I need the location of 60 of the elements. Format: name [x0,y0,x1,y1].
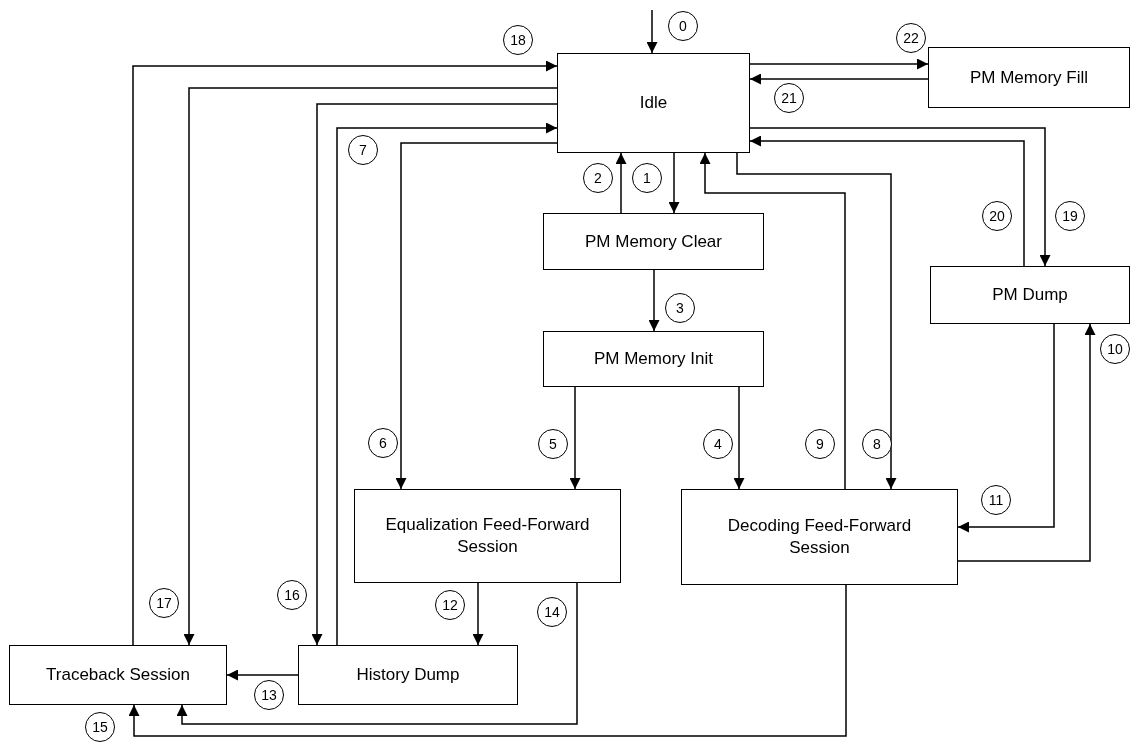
state-label: Decoding Feed-Forward Session [726,515,913,559]
arrow [176,582,578,725]
arrow [569,386,581,490]
edge-label: 0 [668,11,698,41]
state-label: PM Memory Fill [969,66,1089,89]
edge-label: 15 [85,712,115,742]
state-box [543,331,764,387]
edge-label: 4 [703,429,733,459]
edge-label: 8 [862,429,892,459]
edge-label: 11 [981,485,1011,515]
edge-label: 10 [1100,334,1130,364]
edge-label: 1 [632,163,662,193]
edge-label: 5 [538,429,568,459]
state-box [298,645,518,705]
state-label: Equalization Feed-Forward Session [384,514,591,558]
edge-label: 2 [583,163,613,193]
edge-label: 9 [805,429,835,459]
arrow [733,386,745,490]
state-box [930,266,1130,324]
edge-label: 22 [896,23,926,53]
arrow [615,152,627,214]
state-box [543,213,764,270]
edge-label: 21 [774,83,804,113]
arrow [749,58,929,70]
arrow [472,582,484,646]
edge-label: 16 [277,580,307,610]
state-box [354,489,621,583]
state-box [557,53,750,153]
arrow [957,323,1055,533]
arrow [395,142,558,490]
edge-label: 7 [348,135,378,165]
edge-label: 20 [982,201,1012,231]
arrow [957,323,1096,562]
arrow [226,669,299,681]
edge-label: 3 [665,293,695,323]
arrow [646,9,658,54]
edge-label: 13 [254,680,284,710]
arrow [132,60,558,646]
edge-label: 19 [1055,201,1085,231]
arrow [736,152,897,490]
state-box [681,489,958,585]
edge-label: 12 [435,590,465,620]
state-label: Traceback Session [46,664,190,686]
state-label: Idle [639,92,668,114]
edge-label: 17 [149,588,179,618]
edge-label: 6 [368,428,398,458]
arrow [128,584,847,737]
arrow [668,152,680,214]
state-box [9,645,227,705]
arrow [749,73,929,85]
arrow [699,152,846,490]
edge-label: 14 [537,597,567,627]
arrow [648,269,660,332]
edge-label: 18 [503,25,533,55]
state-box [928,47,1130,108]
state-label: PM Memory Init [594,348,713,370]
state-label: PM Memory Clear [585,230,722,253]
arrow [183,87,558,646]
state-label: PM Dump [992,284,1068,306]
state-label: History Dump [356,664,460,686]
